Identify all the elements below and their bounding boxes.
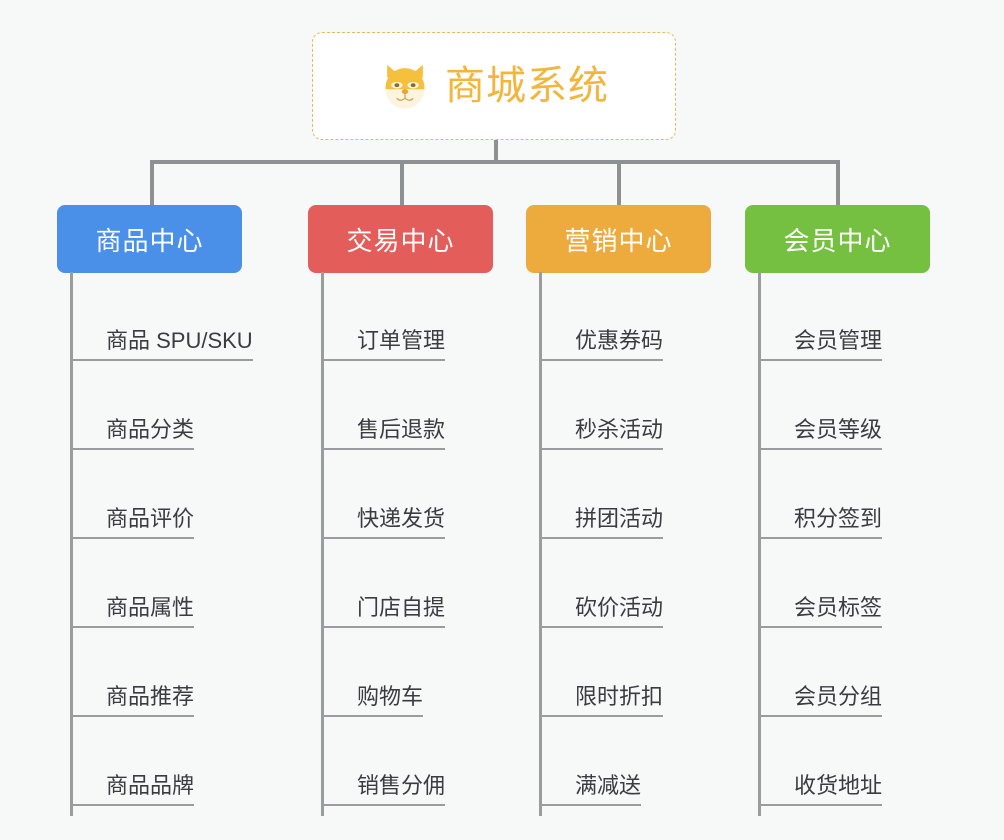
connector-root-stem	[494, 140, 498, 164]
item-label: 会员管理	[758, 328, 883, 361]
item-label: 商品 SPU/SKU	[70, 328, 253, 361]
category-label-product: 商品中心	[95, 225, 204, 256]
list-item[interactable]: 拼团活动	[539, 450, 769, 539]
category-box-marketing[interactable]: 营销中心	[526, 205, 711, 273]
connector-drop-1	[150, 160, 154, 205]
item-list-trade: 订单管理 售后退款 快递发货 门店自提 购物车 销售分佣	[321, 272, 551, 806]
column-member: 会员管理 会员等级 积分签到 会员标签 会员分组 收货地址	[758, 272, 988, 816]
root-title: 商城系统	[445, 64, 609, 108]
category-label-marketing: 营销中心	[564, 225, 673, 256]
column-spine-member	[758, 272, 761, 816]
column-spine-marketing	[539, 272, 542, 816]
list-item[interactable]: 会员等级	[758, 361, 988, 450]
item-label: 砍价活动	[539, 595, 664, 628]
list-item[interactable]: 商品评价	[70, 450, 300, 539]
list-item[interactable]: 限时折扣	[539, 628, 769, 717]
connector-drop-2	[400, 160, 404, 205]
item-label: 购物车	[321, 684, 424, 717]
list-item[interactable]: 售后退款	[321, 361, 551, 450]
item-label: 商品属性	[70, 595, 195, 628]
list-item[interactable]: 积分签到	[758, 450, 988, 539]
shiba-dog-icon	[385, 64, 425, 109]
list-item[interactable]: 商品分类	[70, 361, 300, 450]
item-label: 优惠券码	[539, 328, 664, 361]
category-box-product[interactable]: 商品中心	[57, 205, 242, 273]
connector-drop-3	[617, 160, 621, 205]
item-label: 商品推荐	[70, 684, 195, 717]
category-label-member: 会员中心	[783, 225, 892, 256]
list-item[interactable]: 满减送	[539, 717, 769, 806]
item-label: 积分签到	[758, 506, 883, 539]
category-box-trade[interactable]: 交易中心	[308, 205, 493, 273]
item-label: 会员分组	[758, 684, 883, 717]
column-spine-trade	[321, 272, 324, 816]
list-item[interactable]: 秒杀活动	[539, 361, 769, 450]
column-spine-product	[70, 272, 73, 816]
list-item[interactable]: 砍价活动	[539, 539, 769, 628]
item-label: 限时折扣	[539, 684, 664, 717]
item-label: 会员标签	[758, 595, 883, 628]
list-item[interactable]: 会员分组	[758, 628, 988, 717]
item-label: 满减送	[539, 773, 642, 806]
root-node[interactable]: 商城系统	[312, 32, 676, 140]
item-list-marketing: 优惠券码 秒杀活动 拼团活动 砍价活动 限时折扣 满减送	[539, 272, 769, 806]
list-item[interactable]: 销售分佣	[321, 717, 551, 806]
item-label: 订单管理	[321, 328, 446, 361]
list-item[interactable]: 商品属性	[70, 539, 300, 628]
item-list-product: 商品 SPU/SKU 商品分类 商品评价 商品属性 商品推荐 商品品牌	[70, 272, 300, 806]
item-label: 拼团活动	[539, 506, 664, 539]
item-label: 销售分佣	[321, 773, 446, 806]
item-label: 商品品牌	[70, 773, 195, 806]
list-item[interactable]: 商品 SPU/SKU	[70, 272, 300, 361]
item-label: 收货地址	[758, 773, 883, 806]
list-item[interactable]: 优惠券码	[539, 272, 769, 361]
item-label: 快递发货	[321, 506, 446, 539]
column-marketing: 优惠券码 秒杀活动 拼团活动 砍价活动 限时折扣 满减送	[539, 272, 769, 816]
list-item[interactable]: 会员标签	[758, 539, 988, 628]
list-item[interactable]: 商品品牌	[70, 717, 300, 806]
item-label: 商品分类	[70, 417, 195, 450]
list-item[interactable]: 商品推荐	[70, 628, 300, 717]
connector-drop-4	[836, 160, 840, 205]
category-label-trade: 交易中心	[346, 225, 455, 256]
item-label: 会员等级	[758, 417, 883, 450]
list-item[interactable]: 订单管理	[321, 272, 551, 361]
item-label: 商品评价	[70, 506, 195, 539]
item-label: 售后退款	[321, 417, 446, 450]
list-item[interactable]: 购物车	[321, 628, 551, 717]
list-item[interactable]: 门店自提	[321, 539, 551, 628]
item-label: 秒杀活动	[539, 417, 664, 450]
list-item[interactable]: 收货地址	[758, 717, 988, 806]
column-product: 商品 SPU/SKU 商品分类 商品评价 商品属性 商品推荐 商品品牌	[70, 272, 300, 816]
list-item[interactable]: 会员管理	[758, 272, 988, 361]
connector-horizontal-bus	[150, 160, 840, 164]
item-label: 门店自提	[321, 595, 446, 628]
category-box-member[interactable]: 会员中心	[745, 205, 930, 273]
list-item[interactable]: 快递发货	[321, 450, 551, 539]
item-list-member: 会员管理 会员等级 积分签到 会员标签 会员分组 收货地址	[758, 272, 988, 806]
column-trade: 订单管理 售后退款 快递发货 门店自提 购物车 销售分佣	[321, 272, 551, 816]
